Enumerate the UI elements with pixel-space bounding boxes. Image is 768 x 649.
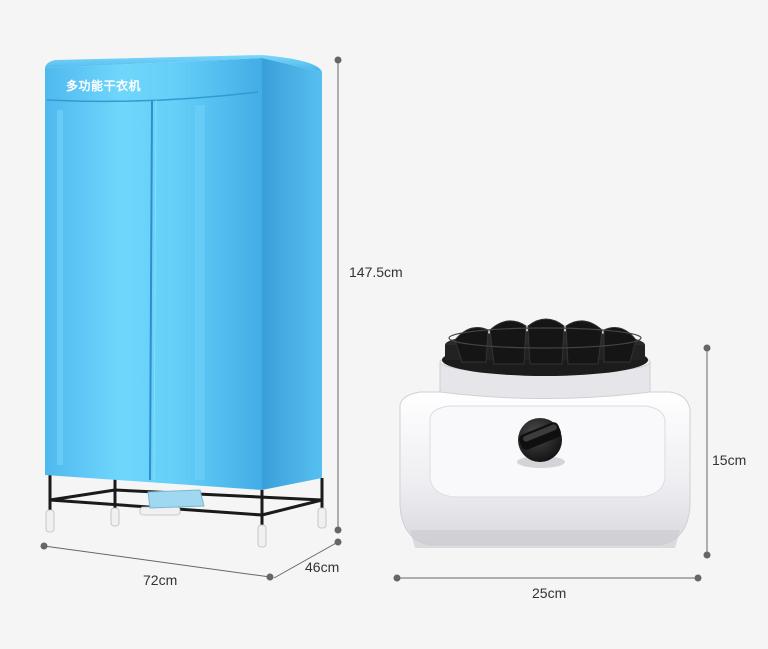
dryer-front-panel [45, 58, 262, 490]
dryer-height-label: 147.5cm [349, 264, 403, 280]
center-zipper [149, 99, 153, 481]
dryer-side-panel [262, 58, 322, 490]
dryer-depth-line [273, 541, 339, 579]
fan-grille [442, 318, 648, 376]
dryer-heater-unit [147, 489, 205, 509]
frame-joints [45, 506, 327, 548]
dryer-brand-label: 多功能干衣机 [66, 79, 142, 93]
dryer-width-label: 72cm [143, 572, 178, 588]
heater-height-label: 15cm [712, 452, 747, 468]
dryer-width-line [43, 545, 271, 578]
clothes-dryer [45, 55, 327, 548]
dimension-lines [40, 56, 711, 582]
heater-base-unit [399, 318, 691, 548]
control-knob [517, 418, 565, 468]
dryer-top [45, 55, 322, 72]
heater-width-label: 25cm [532, 585, 567, 601]
dryer-depth-label: 46cm [305, 559, 340, 575]
